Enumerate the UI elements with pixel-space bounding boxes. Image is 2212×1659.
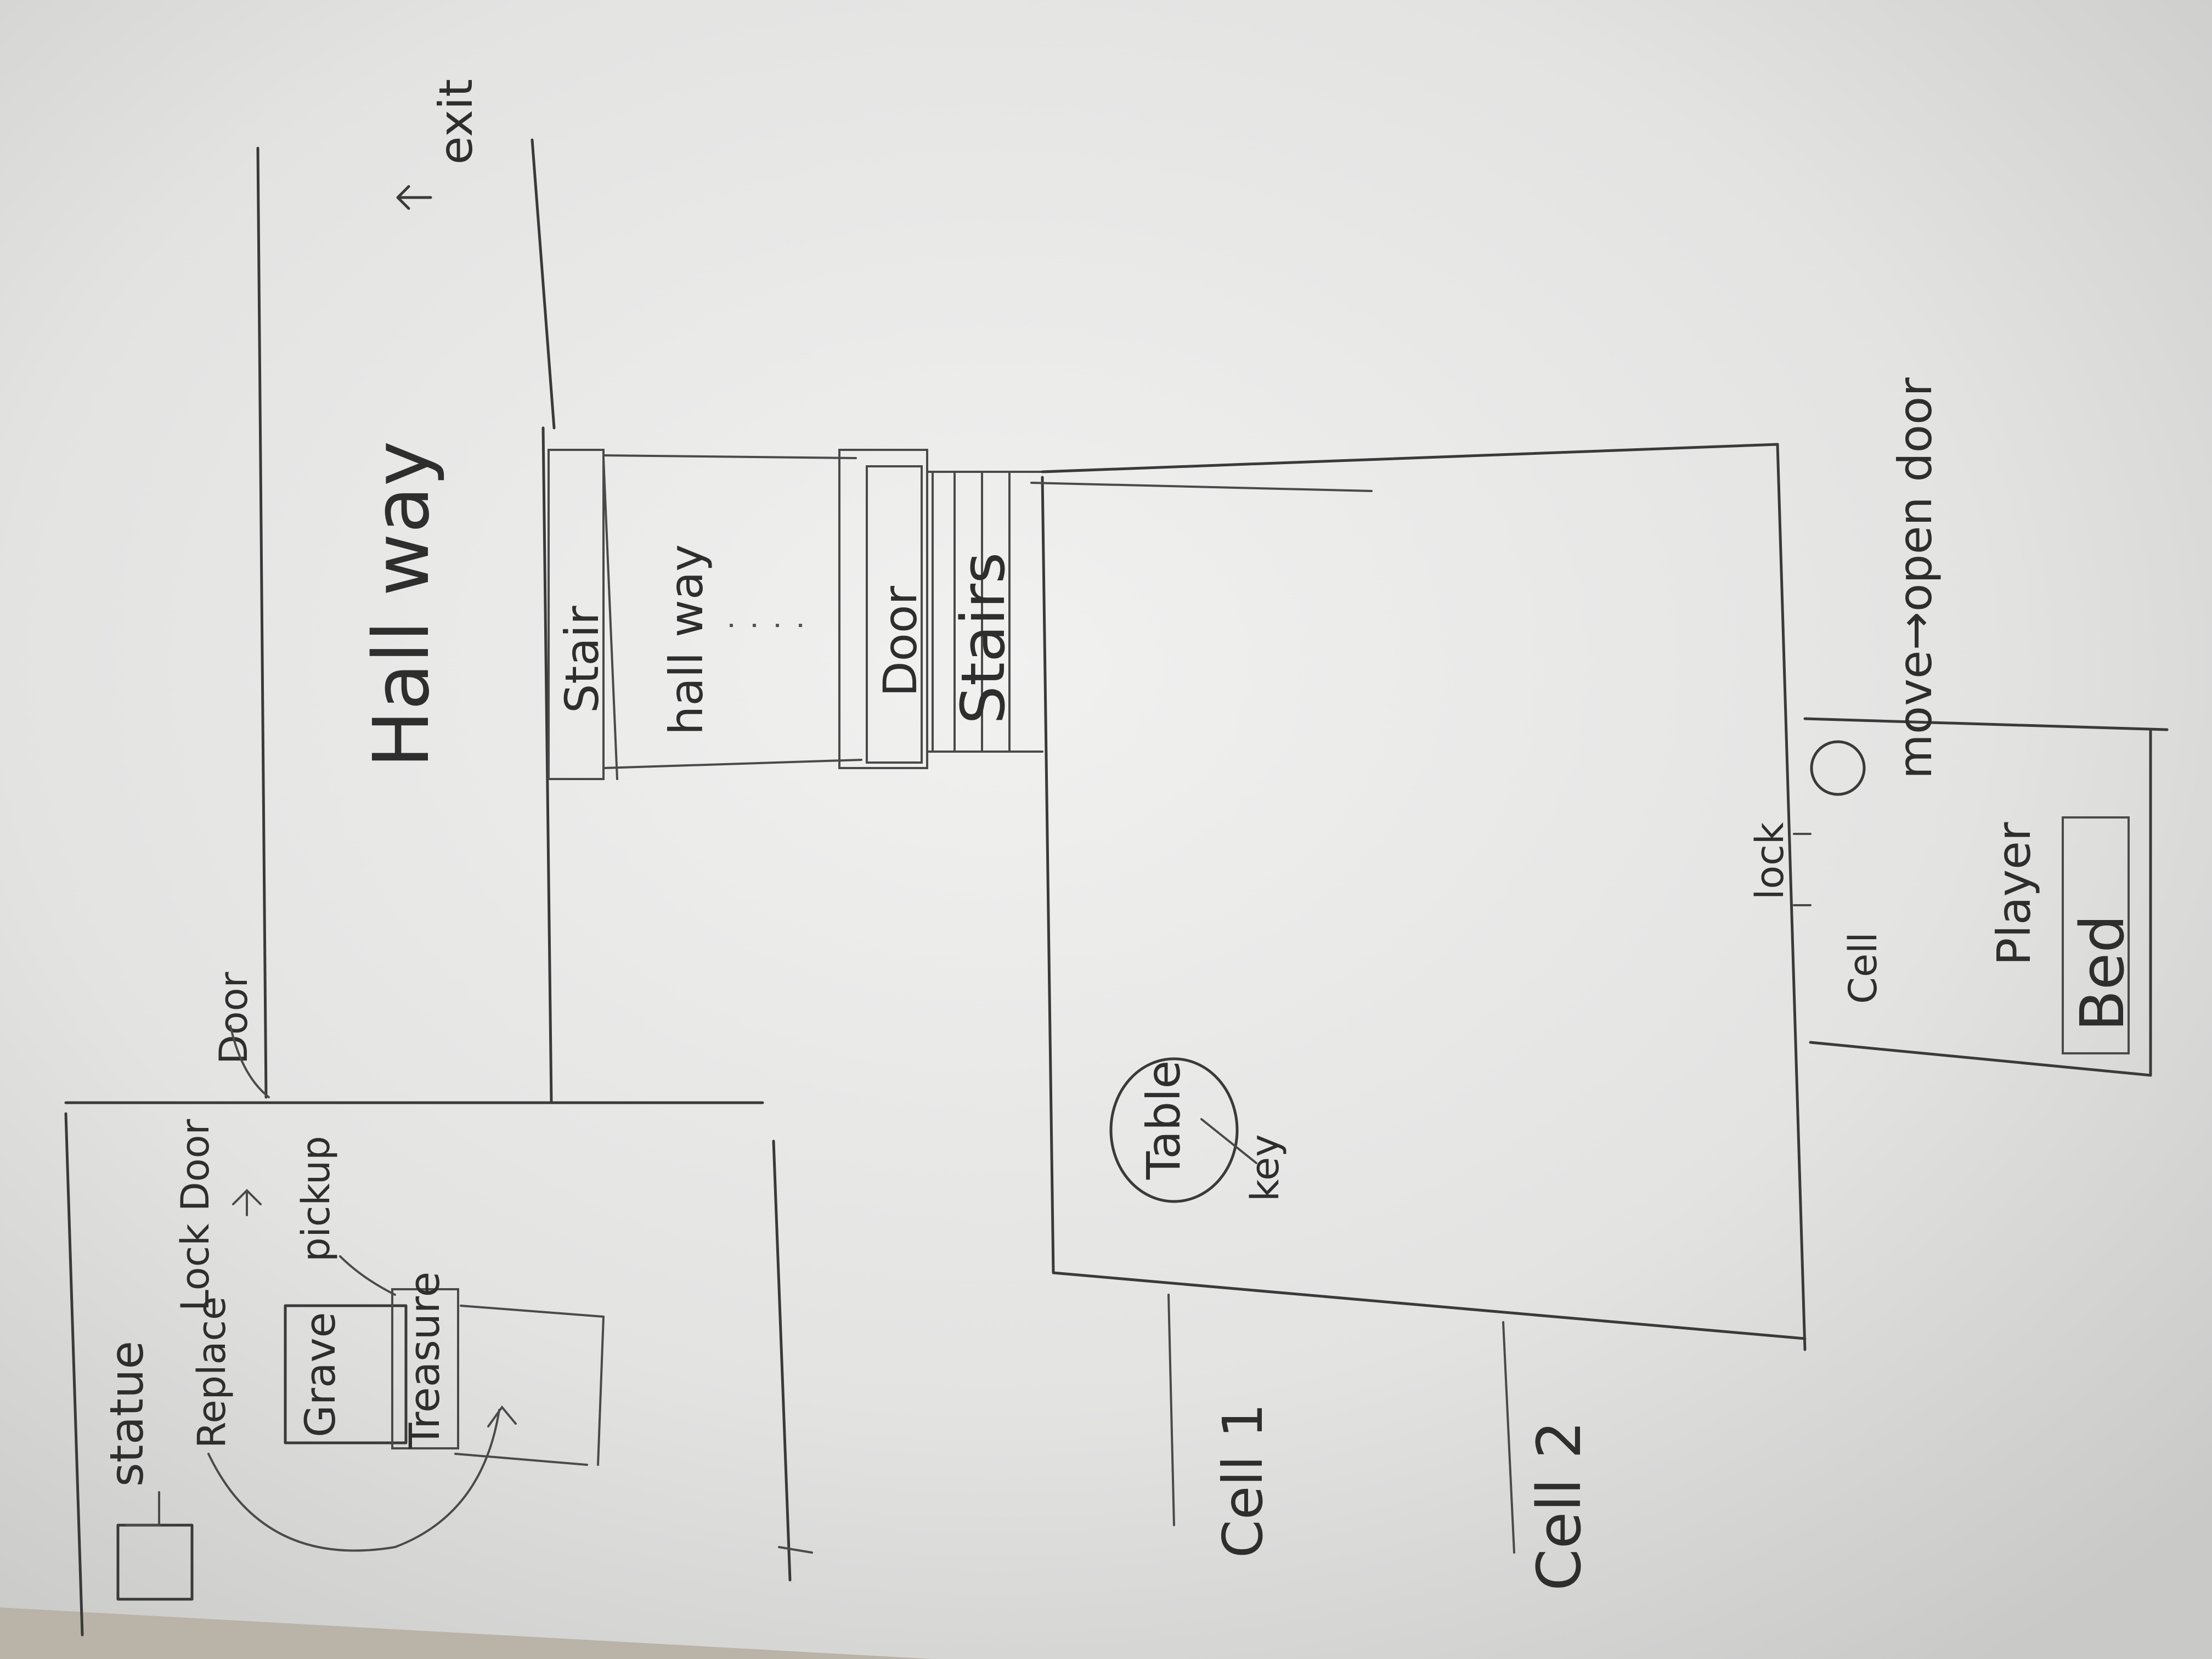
hallway-top-label: Hall way	[357, 441, 447, 768]
exit-label: exit	[429, 79, 483, 165]
stair-label: Stair	[555, 606, 609, 713]
player-marker-icon	[1810, 740, 1866, 796]
door-left-label: Door	[211, 972, 256, 1064]
statue-marker	[125, 1491, 160, 1526]
left-room	[64, 1101, 813, 1637]
table-label: Table	[1137, 1060, 1190, 1180]
pickup-label: pickup	[294, 1136, 338, 1262]
paper-edge-shadow	[0, 1607, 933, 1659]
pickup-arrow	[339, 1255, 396, 1296]
stairs-label: Stairs	[948, 552, 1018, 724]
up-arrow-icon	[232, 1189, 262, 1216]
replace-arrow-icon	[487, 1405, 517, 1427]
stairs-corridor	[548, 449, 1043, 780]
key-pointer	[1200, 1118, 1257, 1164]
cell1-label: Cell 1	[1211, 1403, 1275, 1558]
move-open-door-label: move→open door	[1888, 377, 1942, 779]
hallway-mid-label: hall way	[659, 544, 713, 735]
key-label: key	[1243, 1134, 1288, 1201]
lock-label: lock	[1747, 822, 1792, 900]
cell2-wall	[1502, 1321, 1515, 1554]
door-mid-label: Door	[873, 586, 927, 697]
table	[1109, 1057, 1239, 1203]
statue-label: statue	[100, 1341, 154, 1487]
grave-plot	[284, 1288, 605, 1466]
cell1-wall	[1167, 1294, 1175, 1526]
cell-label: Cell	[1841, 932, 1886, 1004]
grave-label: Grave	[296, 1312, 345, 1437]
replace-label: Replace	[189, 1296, 234, 1448]
exit-arrow-icon	[396, 185, 432, 210]
player-cell	[1793, 717, 2169, 1077]
lock-door-label: Lock Door	[173, 1119, 218, 1311]
treasure-label: Treasure	[400, 1272, 449, 1449]
door-left-pointer	[229, 1025, 270, 1098]
bed-label: Bed	[2067, 915, 2137, 1031]
top-hallway	[256, 138, 556, 1104]
replace-curve-arrow	[207, 1409, 500, 1552]
big-room	[1030, 443, 1807, 1351]
player-label: Player	[1987, 822, 2041, 966]
cell2-label: Cell 2	[1524, 1420, 1594, 1591]
